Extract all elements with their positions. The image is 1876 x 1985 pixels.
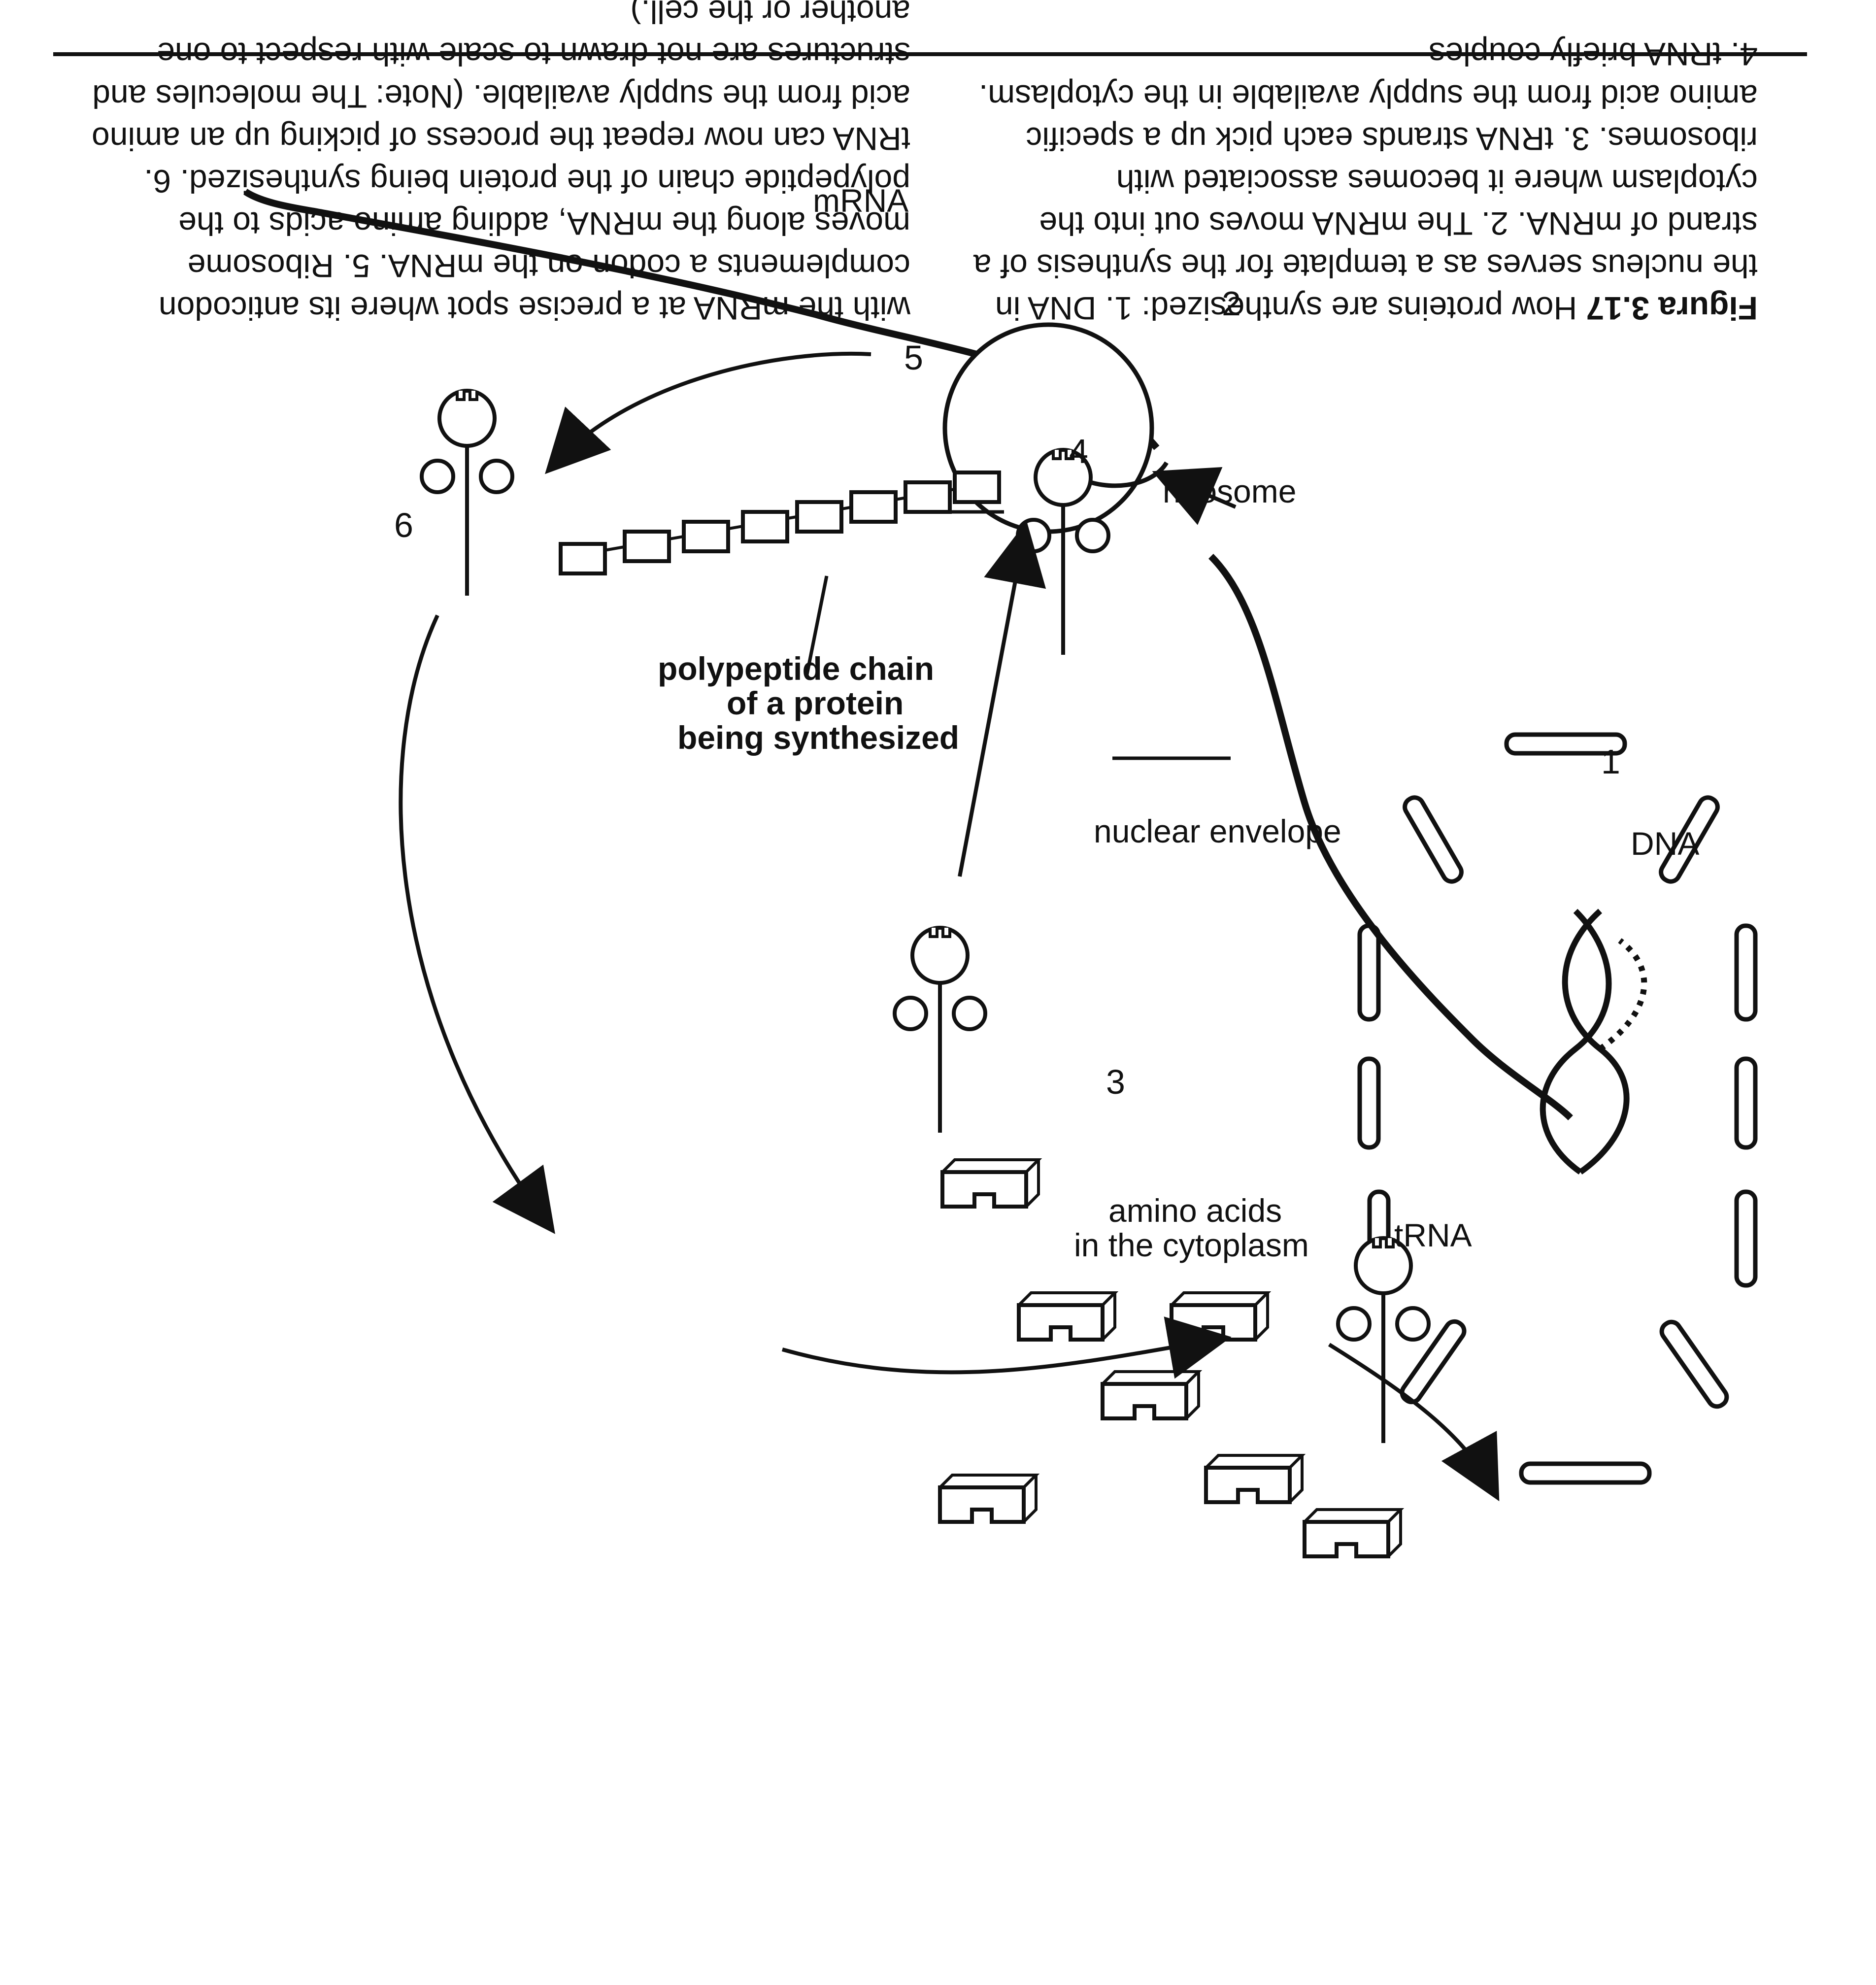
cycle-arrows (401, 354, 1492, 1487)
trna-free (1338, 1238, 1429, 1443)
arrow-trna-to-ribosome (960, 537, 1024, 876)
ribosome-label: ribosome (1163, 473, 1296, 509)
arrow-trna-to-nucleus (1329, 1345, 1492, 1487)
dna-label: DNA (1631, 825, 1699, 862)
polypeptide-label-line2: of a protein (727, 685, 904, 721)
polypeptide-label-line1: polypeptide chain (658, 650, 934, 687)
step-1: 1 (1601, 742, 1620, 781)
trna-carrying-amino-acid (895, 928, 985, 1133)
amino-acid-pool (940, 1293, 1401, 1556)
amino-acid-on-trna (942, 1160, 1038, 1207)
step-2: 2 (1222, 284, 1241, 323)
dna-helix (1543, 911, 1644, 1172)
step-4: 4 (1069, 432, 1088, 471)
nuclear-envelope-label: nuclear envelope (1094, 813, 1341, 849)
arrow-pool-to-trna (782, 1340, 1216, 1372)
polypeptide-label-line3: being synthesized (677, 719, 959, 756)
polypeptide-chain (561, 472, 999, 573)
trna-released (422, 391, 512, 596)
step-5: 5 (904, 338, 923, 377)
amino-acids-label-line1: amino acids (1108, 1192, 1282, 1229)
amino-acids-label-line2: in the cytoplasm (1074, 1227, 1309, 1263)
arrow-release-to-pool (401, 615, 546, 1221)
step-6: 6 (394, 506, 413, 544)
trna-label: tRNA (1394, 1217, 1472, 1253)
step-3: 3 (1106, 1063, 1125, 1101)
arrow-ribosome-to-release (556, 354, 871, 463)
mrna-label: mRNA (813, 182, 908, 219)
